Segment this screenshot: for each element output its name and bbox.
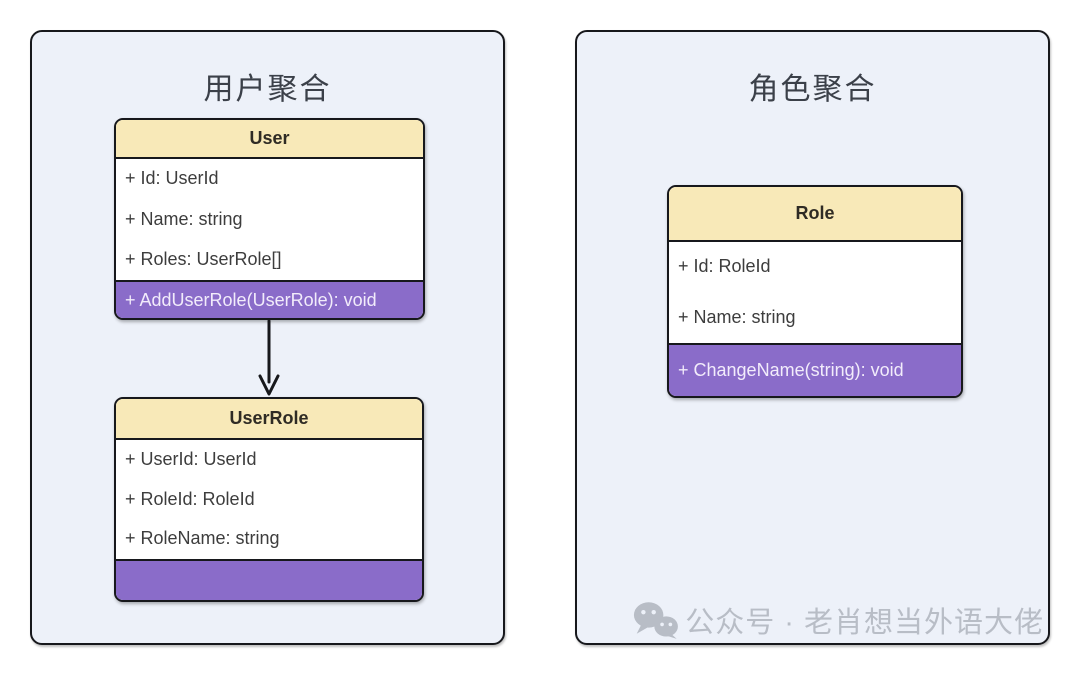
- class-field: + Name: string: [125, 208, 243, 229]
- aggregate-role-title: 角色聚合: [748, 73, 877, 106]
- class-box-user: User + Id: UserId + Name: string + Roles…: [114, 118, 425, 320]
- class-userrole-header: UserRole: [116, 399, 422, 440]
- class-userrole-methods-empty: [116, 559, 422, 600]
- aggregate-user-title: 用户聚合: [203, 73, 332, 106]
- class-field: + Name: string: [678, 306, 796, 327]
- class-role-header: Role: [669, 187, 961, 242]
- watermark-text: 公众号 · 老肖想当外语大佬: [685, 607, 1044, 639]
- class-field: + Roles: UserRole[]: [125, 248, 282, 269]
- association-arrow: [258, 320, 280, 396]
- class-userrole-fields: + UserId: UserId + RoleId: RoleId + Role…: [116, 440, 422, 559]
- class-user-fields: + Id: UserId + Name: string + Roles: Use…: [116, 159, 423, 280]
- class-field: + Id: RoleId: [678, 256, 771, 277]
- class-field: + UserId: UserId: [125, 448, 257, 469]
- class-field: + RoleId: RoleId: [125, 488, 255, 509]
- class-box-userrole: UserRole + UserId: UserId + RoleId: Role…: [114, 397, 424, 602]
- watermark: 公众号 · 老肖想当外语大佬: [633, 599, 1044, 641]
- class-role-method: + ChangeName(string): void: [669, 343, 961, 396]
- class-field: + Id: UserId: [125, 168, 219, 189]
- aggregate-role: 角色聚合 Role + Id: RoleId + Name: string + …: [575, 30, 1050, 645]
- class-box-role: Role + Id: RoleId + Name: string + Chang…: [667, 185, 963, 398]
- aggregate-user: 用户聚合 User + Id: UserId + Name: string + …: [30, 30, 505, 645]
- wechat-icon: [634, 602, 679, 639]
- class-user-header: User: [116, 120, 423, 159]
- class-role-fields: + Id: RoleId + Name: string: [669, 242, 961, 343]
- class-field: + RoleName: string: [125, 528, 280, 549]
- class-user-method: + AddUserRole(UserRole): void: [116, 280, 423, 318]
